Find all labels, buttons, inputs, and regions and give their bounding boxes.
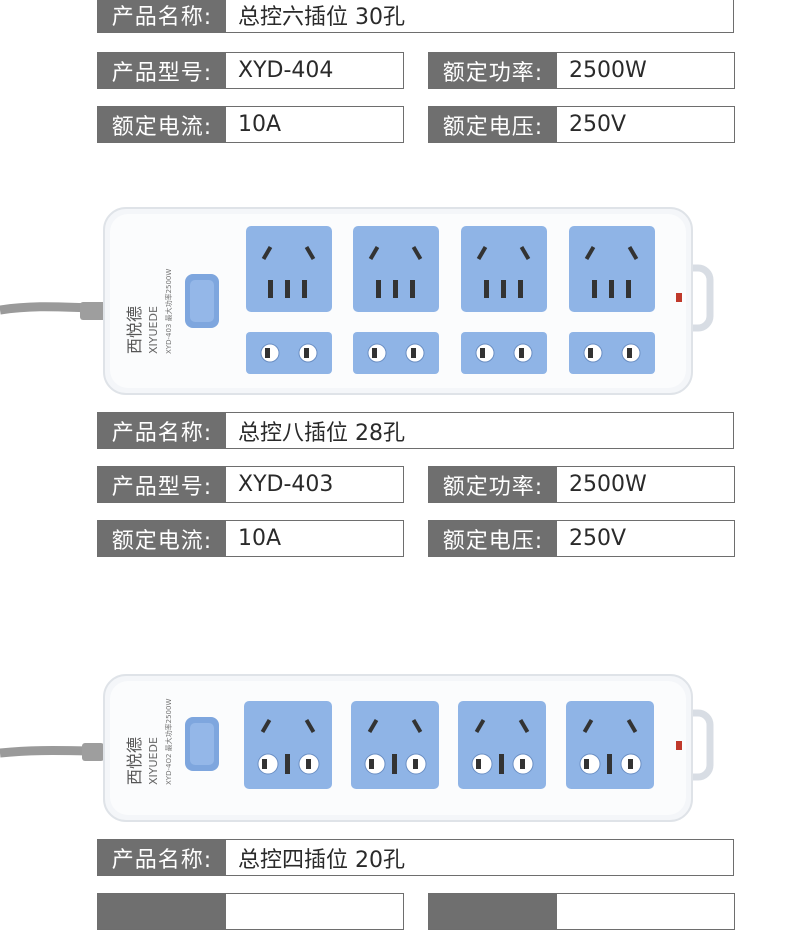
product2-name-label: 产品名称: (98, 413, 226, 448)
strip1-brand-cn: 西悦德 (125, 306, 144, 354)
product2-model-row: 产品型号: XYD-403 (97, 466, 404, 503)
product2-current-row: 额定电流: 10A (97, 520, 404, 557)
product1-name-label: 产品名称: (98, 0, 226, 32)
product1-model-row: 产品型号: XYD-404 (97, 52, 404, 89)
product1-current-row: 额定电流: 10A (97, 106, 404, 143)
product2-model-value: XYD-403 (238, 472, 334, 497)
product1-current-value: 10A (238, 112, 282, 137)
three-pin-socket-icon (569, 226, 655, 312)
five-hole-socket-icon (458, 701, 546, 789)
product1-power-row: 额定功率: 2500W (428, 52, 735, 89)
product2-current-label: 额定电流: (98, 521, 226, 556)
product1-power-label: 额定功率: (429, 53, 557, 88)
three-pin-socket-icon (353, 226, 439, 312)
strip2-brand: 西悦德 XIYUEDE XYD-4O2 最大功率2500W (125, 699, 173, 785)
product2-power-label: 额定功率: (429, 467, 557, 502)
product1-model-label: 产品型号: (98, 53, 226, 88)
product2-voltage-label: 额定电压: (429, 521, 557, 556)
three-pin-socket-icon (246, 226, 332, 312)
two-pin-socket-icon (246, 332, 332, 374)
product2-power-value: 2500W (569, 472, 647, 497)
product2-voltage-value: 250V (569, 526, 627, 551)
product2-model-label: 产品型号: (98, 467, 226, 502)
power-strip-image-2: 西悦德 XIYUEDE XYD-4O2 最大功率2500W (0, 674, 714, 822)
product1-current-label: 额定电流: (98, 107, 226, 142)
product3-name-value: 总控四插位 20孔 (238, 847, 405, 873)
strip2-brand-en: XIYUEDE (147, 737, 160, 785)
five-hole-socket-icon (566, 701, 654, 789)
strip1-model-text: XYD-403 最大功率2500W (164, 269, 173, 354)
three-pin-socket-icon (461, 226, 547, 312)
product3-model-label-partial (98, 894, 226, 929)
strip2-brand-cn: 西悦德 (125, 737, 144, 785)
product2-current-value: 10A (238, 526, 282, 551)
product1-voltage-value: 250V (569, 112, 627, 137)
product1-voltage-label: 额定电压: (429, 107, 557, 142)
strip1-brand-en: XIYUEDE (147, 306, 160, 354)
product3-power-label-partial (429, 894, 557, 929)
product2-power-row: 额定功率: 2500W (428, 466, 735, 503)
two-pin-socket-icon (353, 332, 439, 374)
five-hole-socket-icon (244, 701, 332, 789)
product2-voltage-row: 额定电压: 250V (428, 520, 735, 557)
product3-name-label: 产品名称: (98, 840, 226, 875)
product1-name-row: 产品名称: 总控六插位 30孔 (97, 0, 734, 33)
two-pin-socket-icon (569, 332, 655, 374)
product3-name-row: 产品名称: 总控四插位 20孔 (97, 839, 734, 876)
five-hole-socket-icon (351, 701, 439, 789)
product1-power-value: 2500W (569, 58, 647, 83)
power-strip-image-1: 西悦德 XIYUEDE XYD-403 最大功率2500W (0, 207, 714, 395)
product2-name-row: 产品名称: 总控八插位 28孔 (97, 412, 734, 449)
product1-name-value: 总控六插位 30孔 (238, 4, 405, 30)
product2-name-value: 总控八插位 28孔 (238, 420, 405, 446)
product1-voltage-row: 额定电压: 250V (428, 106, 735, 143)
product1-model-value: XYD-404 (238, 58, 334, 83)
two-pin-socket-icon (461, 332, 547, 374)
strip1-brand: 西悦德 XIYUEDE XYD-403 最大功率2500W (125, 269, 173, 354)
strip2-model-text: XYD-4O2 最大功率2500W (164, 699, 173, 785)
